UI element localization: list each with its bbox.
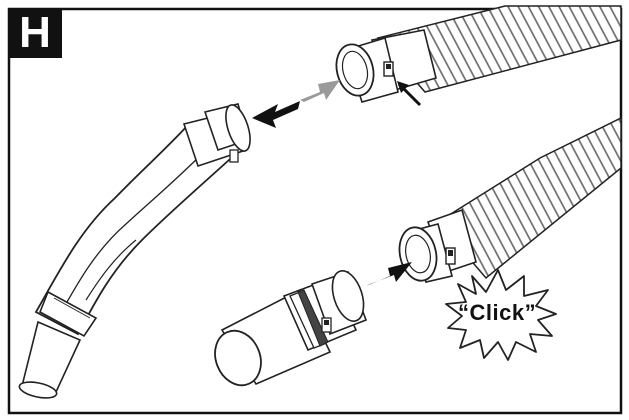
click-burst-icon [445,269,557,361]
latch-pointer-arrowhead [397,81,409,93]
click-sound-label: “Click” [458,300,537,325]
lower-hose [398,116,622,283]
coupling-adapter [214,270,368,387]
step-badge: H [8,8,62,58]
panel-border [7,7,623,415]
detach-arrow-black [252,101,300,128]
step-letter: H [19,8,51,57]
handle-grip [18,103,251,399]
connect-arrow-grey [300,80,340,102]
insert-arrow-black [366,262,412,286]
upper-hose [335,5,622,103]
